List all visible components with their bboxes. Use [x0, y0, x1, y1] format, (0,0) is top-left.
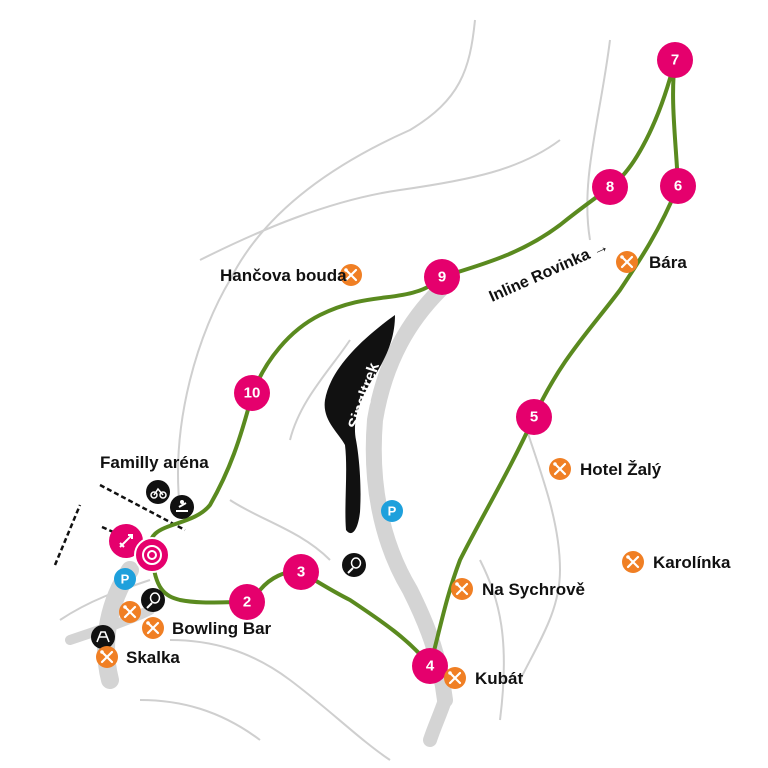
svg-text:6: 6: [674, 178, 682, 195]
stop-9[interactable]: 9: [424, 259, 460, 295]
stop-7[interactable]: 7: [657, 42, 693, 78]
fork-knife-icon[interactable]: [620, 549, 646, 575]
svg-text:P: P: [388, 504, 397, 519]
singltrek-trail: [324, 315, 395, 534]
fork-knife-icon[interactable]: [140, 615, 166, 641]
tennis-racket-icon[interactable]: [342, 553, 366, 577]
stop-3[interactable]: 3: [283, 554, 319, 590]
svg-text:4: 4: [426, 658, 435, 675]
route-path: [148, 58, 680, 668]
stop-10[interactable]: 10: [234, 375, 270, 411]
fork-knife-icon[interactable]: [547, 456, 573, 482]
place-label-bowling-bar: Bowling Bar: [172, 619, 272, 638]
place-label-familly-arena: Familly aréna: [100, 453, 209, 472]
target-icon[interactable]: [134, 537, 170, 573]
stop-4[interactable]: 4: [412, 648, 448, 684]
svg-text:9: 9: [438, 269, 446, 286]
place-label-kubat: Kubát: [475, 669, 524, 688]
place-label-karolinka: Karolínka: [653, 553, 731, 572]
svg-text:8: 8: [606, 179, 614, 196]
place-label-skalka: Skalka: [126, 648, 180, 667]
fork-knife-icon[interactable]: [614, 249, 640, 275]
stops: 2 3 4 5 6 7 8 9 10: [229, 42, 696, 684]
svg-text:3: 3: [297, 564, 305, 581]
stop-2[interactable]: 2: [229, 584, 265, 620]
contour-lines: [59, 19, 611, 761]
tennis-racket-icon[interactable]: [141, 588, 165, 612]
svg-text:2: 2: [243, 594, 251, 611]
place-label-bara: Bára: [649, 253, 687, 272]
fork-knife-icon[interactable]: [442, 665, 468, 691]
place-label-inline-rovinka: Inline Rovinka →: [487, 238, 612, 306]
svg-text:10: 10: [244, 385, 261, 402]
svg-text:7: 7: [671, 52, 679, 69]
fork-knife-icon[interactable]: [449, 576, 475, 602]
parking-icon[interactable]: P: [114, 568, 136, 590]
fork-knife-icon[interactable]: [117, 599, 143, 625]
rocket-icon[interactable]: [109, 524, 143, 558]
fork-knife-icon[interactable]: [94, 644, 120, 670]
bike-icon[interactable]: [146, 480, 170, 504]
parking-icon[interactable]: P: [381, 500, 403, 522]
place-label-hotel-zaly: Hotel Žalý: [580, 460, 662, 479]
place-label-na-sychrove: Na Sychrově: [482, 580, 585, 599]
playground-icon[interactable]: [91, 625, 115, 649]
stop-6[interactable]: 6: [660, 168, 696, 204]
svg-text:P: P: [121, 572, 130, 587]
svg-text:5: 5: [530, 409, 538, 426]
stop-8[interactable]: 8: [592, 169, 628, 205]
stop-5[interactable]: 5: [516, 399, 552, 435]
place-label-hancova-bouda: Hančova bouda: [220, 266, 347, 285]
sled-icon[interactable]: [170, 495, 194, 519]
